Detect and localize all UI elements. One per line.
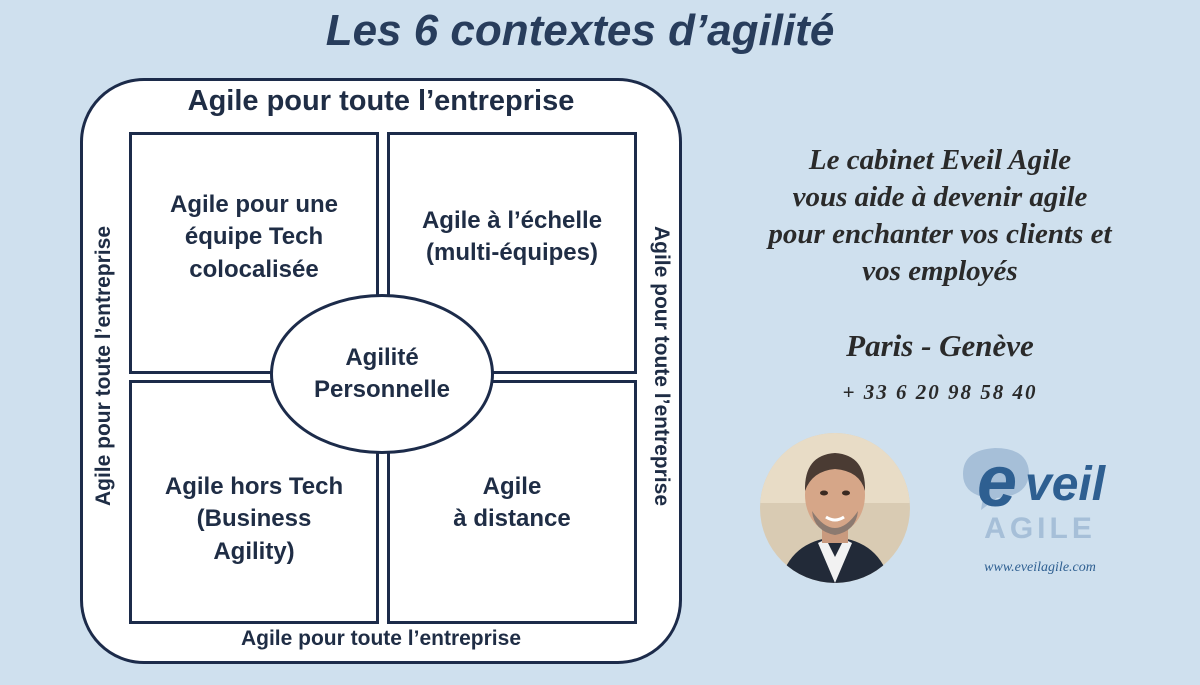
eveil-agile-logo: e veil bbox=[955, 440, 1135, 550]
promo-tagline: Le cabinet Eveil Agile vous aide à deven… bbox=[768, 144, 1112, 287]
context-label-business-agility: Agile hors Tech (Business Agility) bbox=[164, 473, 344, 565]
enterprise-label-bottom: Agile pour toute l’entreprise bbox=[240, 627, 522, 650]
context-label-tech-colocated: Agile pour une équipe Tech colocalisée bbox=[170, 191, 338, 283]
logo-word: veil bbox=[1025, 458, 1107, 511]
logo-letter: e bbox=[977, 442, 1017, 520]
context-label-scale: Agile à l’échelle (multi-équipes) bbox=[421, 207, 603, 267]
promo-phone: + 33 6 20 98 58 40 bbox=[842, 380, 1038, 404]
consultant-photo bbox=[760, 433, 910, 583]
enterprise-label-right: Agile pour toute l’entreprise bbox=[650, 225, 673, 507]
context-label-remote: Agile à distance bbox=[453, 473, 571, 533]
context-box-tech-colocated: Agile pour une équipe Tech colocalisée bbox=[129, 132, 379, 374]
logo-subtitle: AGILE bbox=[984, 512, 1096, 545]
enterprise-label-left: Agile pour toute l’entreprise bbox=[92, 225, 115, 507]
context-ellipse-personal: Agilité Personnelle bbox=[270, 294, 494, 454]
website-link[interactable]: www.eveilagile.com bbox=[984, 560, 1096, 575]
page-title: Les 6 contextes d’agilité bbox=[325, 6, 835, 55]
enterprise-label-top: Agile pour toute l’entreprise bbox=[187, 85, 575, 117]
context-label-personal: Agilité Personnelle bbox=[313, 343, 451, 403]
promo-cities: Paris - Genève bbox=[846, 328, 1034, 363]
